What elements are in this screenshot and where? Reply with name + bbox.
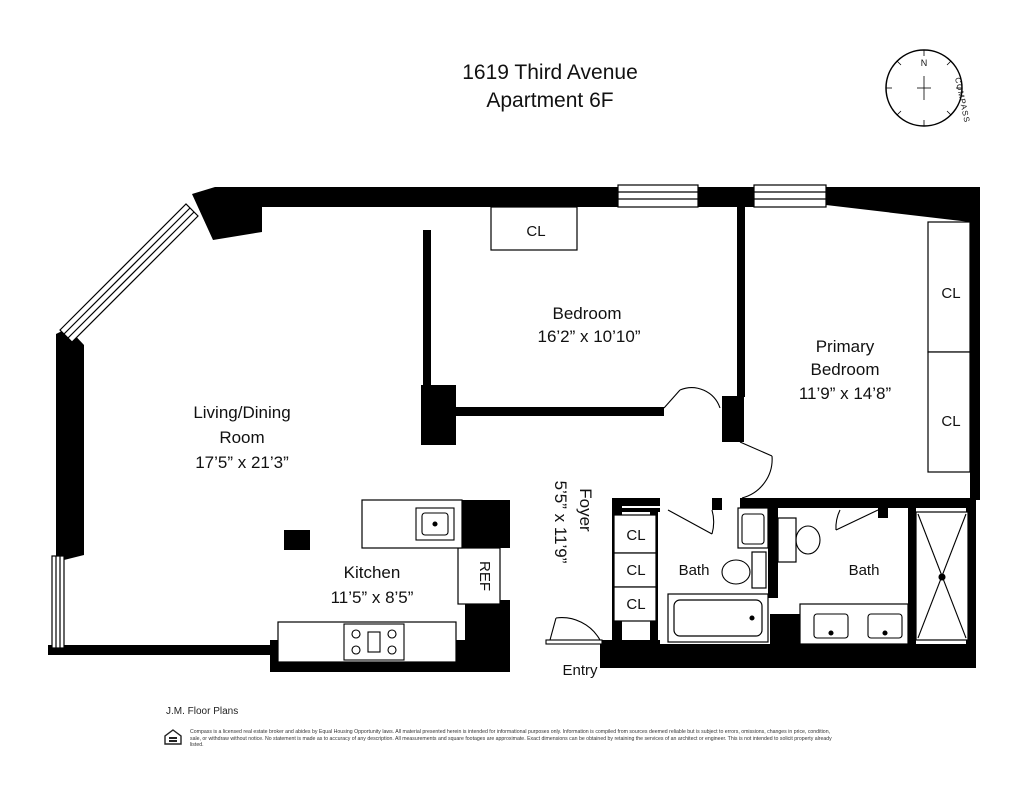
primary-closet-lower — [927, 351, 971, 473]
foyer-closet-2-label: CL — [626, 562, 645, 579]
shower — [915, 511, 969, 641]
walls — [48, 187, 980, 672]
address-title: 1619 Third Avenue — [462, 61, 638, 84]
refrigerator-label: REF — [476, 561, 493, 591]
foyer-closet-1 — [613, 514, 657, 554]
toilet-tank-bath-1 — [751, 551, 767, 589]
vanity-counter — [799, 603, 909, 645]
compass-north-letter: N — [921, 58, 928, 68]
primary-bedroom-dims: 11’9” x 14’8” — [799, 384, 892, 403]
floor-plan-credit: J.M. Floor Plans — [166, 706, 239, 717]
doors — [545, 387, 879, 645]
primary-bedroom-name-1: Primary — [816, 337, 875, 356]
foyer-name: Foyer — [576, 488, 595, 532]
foyer-closet-3-label: CL — [626, 596, 645, 613]
unit-title: Apartment 6F — [486, 89, 613, 112]
foyer-closet-2 — [613, 552, 657, 588]
bedroom-closet-label: CL — [526, 223, 545, 240]
kitchen-name: Kitchen — [344, 563, 401, 582]
bedroom-name: Bedroom — [553, 304, 622, 323]
foyer-closet-3 — [613, 586, 657, 622]
primary-bedroom-name-2: Bedroom — [811, 360, 880, 379]
primary-closet-lower-label: CL — [941, 413, 960, 430]
compass-rose-icon: N COMPASS — [885, 49, 971, 127]
kitchen-dims: 11’5” x 8’5” — [331, 588, 414, 607]
legal-disclaimer: Compass is a licensed real estate broker… — [190, 729, 832, 749]
bedroom-dims: 16’2” x 10’10” — [537, 327, 640, 346]
kitchen-base-counter — [277, 621, 457, 663]
bedroom-closet — [490, 206, 578, 251]
windows — [51, 184, 827, 649]
bath-1-label: Bath — [679, 562, 710, 579]
toilet-tank-bath-2 — [777, 517, 797, 563]
bath-2-label: Bath — [849, 562, 880, 579]
living-dining-dims: 17’5” x 21’3” — [195, 453, 289, 472]
entry-label: Entry — [562, 662, 598, 679]
equal-housing-icon — [164, 729, 182, 745]
foyer-dims: 5’5” x 11’9” — [551, 481, 570, 564]
primary-closet-upper-label: CL — [941, 285, 960, 302]
living-dining-name-2: Room — [219, 428, 264, 447]
kitchen-counter — [361, 499, 463, 549]
primary-closet-upper — [927, 221, 971, 353]
living-dining-name-1: Living/Dining — [193, 403, 290, 422]
foyer-closet-1-label: CL — [626, 527, 645, 544]
refrigerator — [457, 547, 501, 605]
